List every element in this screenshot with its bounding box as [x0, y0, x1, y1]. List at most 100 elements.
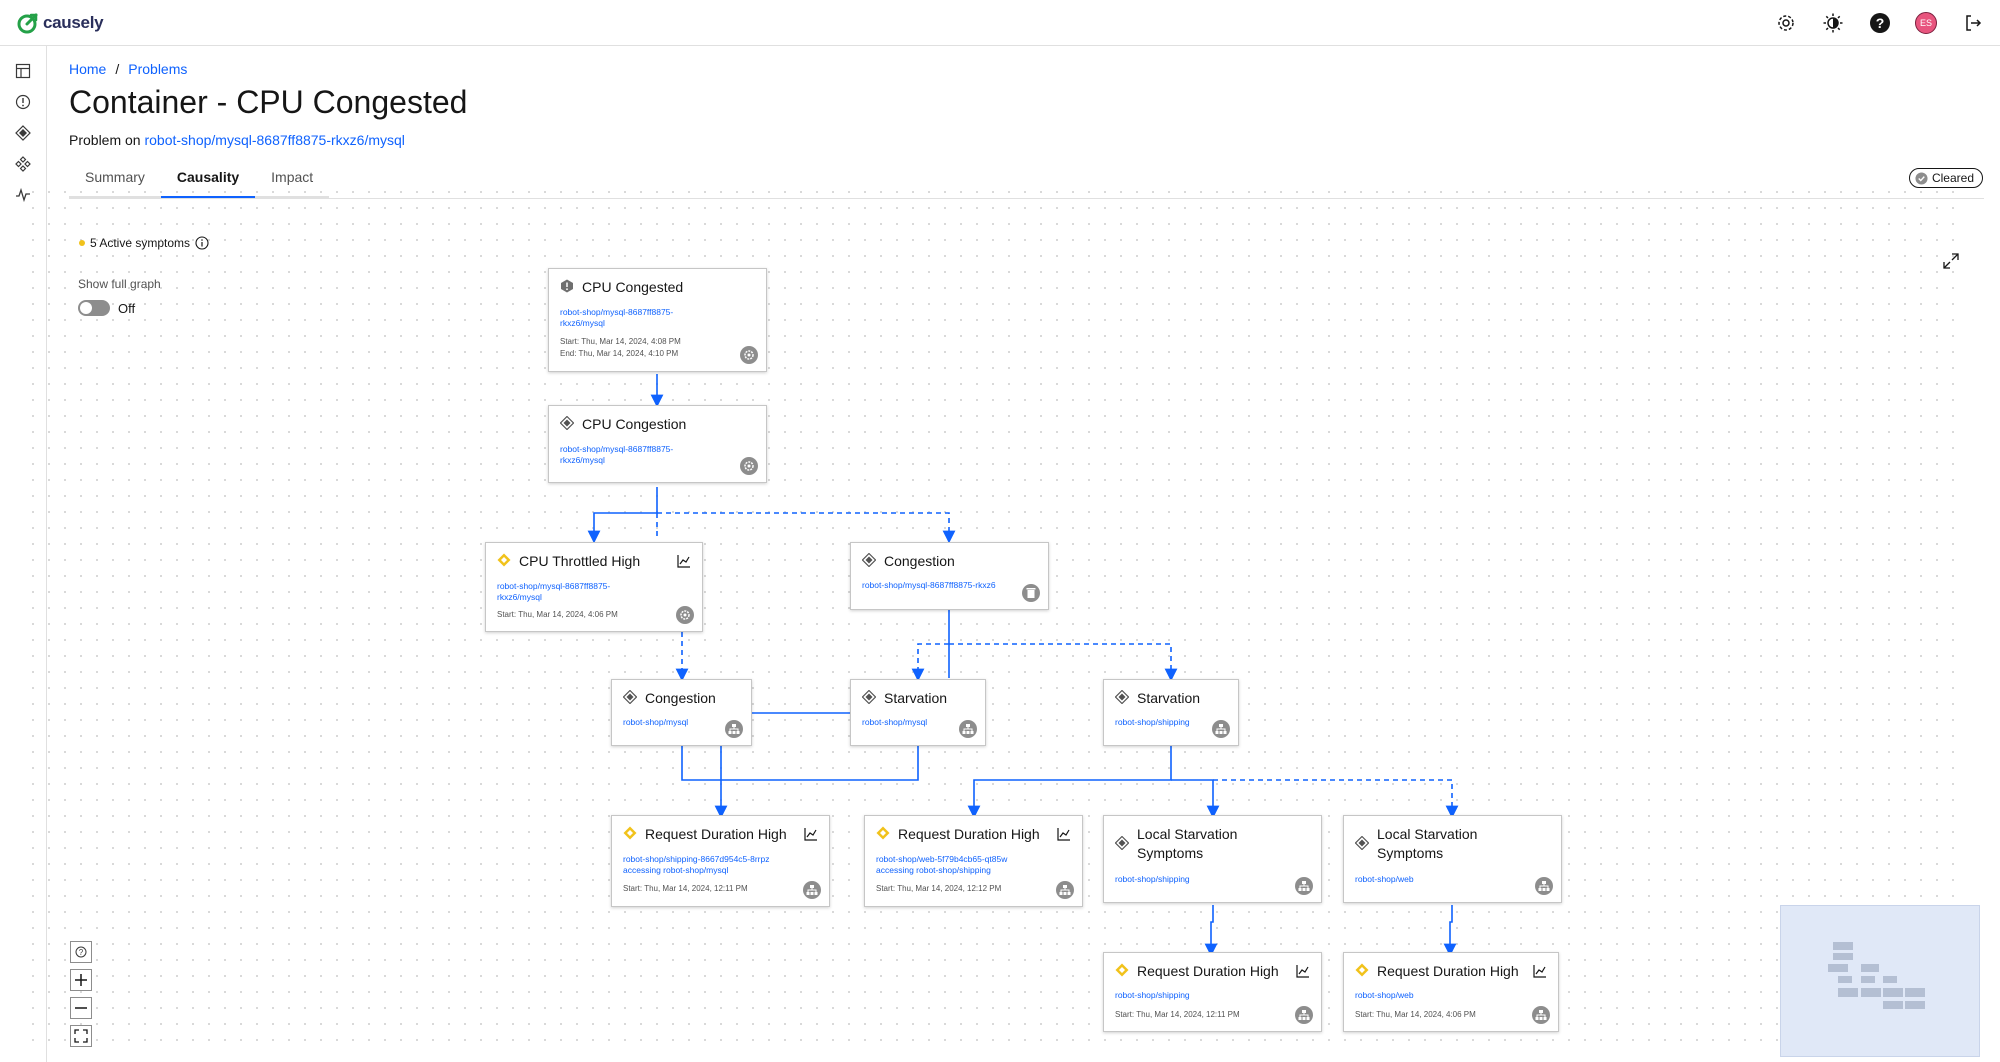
checkmark-circle-icon	[1915, 171, 1928, 185]
node-entity-link[interactable]: robot-shop/web-5f79b4cb65-qt85w accessin…	[876, 854, 1008, 875]
logo[interactable]: causely	[17, 12, 104, 34]
problem-prefix: Problem on	[69, 132, 141, 148]
node-entity-link[interactable]: robot-shop/mysql	[623, 717, 689, 727]
node-title: CPU Congested	[582, 279, 684, 295]
container-gear-icon	[676, 606, 694, 624]
sidebar-item-symptoms[interactable]	[13, 123, 33, 143]
graph-node[interactable]: Starvation robot-shop/shipping	[1103, 679, 1239, 746]
container-gear-icon	[740, 346, 758, 364]
page-title: Container - CPU Congested	[69, 84, 468, 120]
graph-node[interactable]: Starvation robot-shop/mysql	[850, 679, 986, 746]
show-full-graph-toggle[interactable]: Off	[78, 300, 135, 316]
service-network-icon	[1056, 881, 1074, 899]
graph-node-root-cause[interactable]: CPU Congested robot-shop/mysql-8687ff887…	[548, 268, 767, 372]
node-start-time: Start: Thu, Mar 14, 2024, 12:11 PM	[1115, 1010, 1240, 1019]
service-network-icon	[1212, 720, 1230, 738]
settings-gear-icon[interactable]	[1774, 11, 1798, 35]
diamond-icon	[623, 690, 637, 704]
chart-icon[interactable]	[1056, 826, 1072, 842]
sidebar-item-problems[interactable]	[13, 92, 33, 112]
diamond-icon	[1115, 836, 1129, 850]
node-title: Congestion	[884, 553, 955, 569]
service-network-icon	[1295, 877, 1313, 895]
chart-icon[interactable]	[803, 826, 819, 842]
symptom-dot-icon	[79, 240, 85, 246]
diamond-icon	[1115, 690, 1129, 704]
sidebar-item-topology[interactable]	[13, 154, 33, 174]
node-entity-link[interactable]: robot-shop/mysql	[862, 717, 928, 727]
node-entity-link[interactable]: robot-shop/shipping	[1115, 717, 1190, 727]
help-icon[interactable]: ?	[1868, 11, 1892, 35]
graph-node-symptom[interactable]: Request Duration High robot-shop/web Sta…	[1343, 952, 1559, 1032]
node-entity-link[interactable]: robot-shop/shipping	[1115, 874, 1190, 884]
graph-node-symptom[interactable]: Request Duration High robot-shop/shippin…	[1103, 952, 1322, 1032]
graph-minimap[interactable]	[1780, 905, 1980, 1057]
service-network-icon	[803, 881, 821, 899]
chart-icon[interactable]	[1532, 963, 1548, 979]
zoom-out-button[interactable]	[70, 997, 92, 1019]
active-symptoms: 5 Active symptoms	[79, 236, 209, 250]
symptom-diamond-icon	[623, 826, 637, 840]
node-entity-link[interactable]: robot-shop/shipping-8667d954c5-8rrpz acc…	[623, 854, 770, 875]
zoom-in-button[interactable]	[70, 969, 92, 991]
avatar[interactable]: ES	[1915, 12, 1937, 34]
node-start-time: Start: Thu, Mar 14, 2024, 4:08 PM	[560, 337, 681, 346]
node-entity-link[interactable]: robot-shop/mysql-8687ff8875-rkxz6/mysql	[497, 581, 611, 602]
symptom-diamond-icon	[1355, 963, 1369, 977]
causality-graph-canvas[interactable]	[25, 184, 1960, 1052]
node-entity-link[interactable]: robot-shop/mysql-8687ff8875-rkxz6/mysql	[560, 307, 674, 328]
zoom-help-button[interactable]: ?	[70, 941, 92, 963]
service-network-icon	[959, 720, 977, 738]
toggle-state-label: Off	[118, 300, 136, 316]
breadcrumb-problems[interactable]: Problems	[128, 61, 188, 77]
breadcrumb-home[interactable]: Home	[69, 61, 107, 77]
graph-node[interactable]: Congestion robot-shop/mysql-8687ff8875-r…	[850, 542, 1049, 610]
node-entity-link[interactable]: robot-shop/mysql-8687ff8875-rkxz6	[862, 580, 996, 590]
graph-node[interactable]: Local Starvation Symptoms robot-shop/shi…	[1103, 815, 1322, 903]
topology-icon	[15, 156, 31, 172]
chart-icon[interactable]	[676, 553, 692, 569]
node-entity-link[interactable]: robot-shop/mysql-8687ff8875-rkxz6/mysql	[560, 444, 674, 465]
graph-node[interactable]: Local Starvation Symptoms robot-shop/web	[1343, 815, 1562, 903]
symptom-diamond-icon	[497, 553, 511, 567]
status-badge-label: Cleared	[1931, 171, 1974, 185]
node-start-time: Start: Thu, Mar 14, 2024, 4:06 PM	[1355, 1010, 1476, 1019]
node-title: Request Duration High	[1377, 963, 1519, 979]
graph-node-symptom[interactable]: CPU Throttled High robot-shop/mysql-8687…	[485, 542, 703, 632]
graph-node-symptom[interactable]: Request Duration High robot-shop/web-5f7…	[864, 815, 1083, 907]
service-network-icon	[1532, 1006, 1550, 1024]
toggle-switch[interactable]	[78, 300, 110, 316]
node-end-time: End: Thu, Mar 14, 2024, 4:10 PM	[560, 349, 679, 358]
dashboard-icon	[15, 63, 31, 79]
graph-node[interactable]: Congestion robot-shop/mysql	[611, 679, 752, 746]
breadcrumb-separator: /	[115, 61, 120, 77]
node-entity-link[interactable]: robot-shop/shipping	[1115, 990, 1190, 1000]
causely-logo-icon	[17, 13, 38, 34]
graph-node[interactable]: CPU Congestion robot-shop/mysql-8687ff88…	[548, 405, 767, 483]
node-start-time: Start: Thu, Mar 14, 2024, 12:11 PM	[623, 884, 748, 893]
node-start-time: Start: Thu, Mar 14, 2024, 12:12 PM	[876, 884, 1002, 893]
sidebar-item-dashboard[interactable]	[13, 61, 33, 81]
node-title: Local Starvation Symptoms	[1137, 826, 1238, 861]
fullscreen-expand-icon[interactable]	[1942, 252, 1962, 272]
node-title: Starvation	[1137, 690, 1201, 706]
active-symptoms-label: 5 Active symptoms	[90, 236, 191, 250]
problem-entity-link[interactable]: robot-shop/mysql-8687ff8875-rkxz6/mysql	[144, 132, 405, 148]
info-icon[interactable]	[195, 236, 209, 250]
node-entity-link[interactable]: robot-shop/web	[1355, 874, 1414, 884]
node-title: CPU Throttled High	[519, 553, 641, 569]
chart-icon[interactable]	[1295, 963, 1311, 979]
pod-trash-icon	[1022, 584, 1040, 602]
svg-text:?: ?	[1876, 15, 1885, 31]
svg-text:?: ?	[79, 948, 84, 957]
node-title: Request Duration High	[1137, 963, 1279, 979]
fit-view-button[interactable]	[70, 1025, 92, 1047]
problem-entity-line: Problem on robot-shop/mysql-8687ff8875-r…	[69, 132, 405, 148]
node-title: Starvation	[884, 690, 948, 706]
logout-icon[interactable]	[1961, 11, 1985, 35]
node-entity-link[interactable]: robot-shop/web	[1355, 990, 1414, 1000]
graph-node-symptom[interactable]: Request Duration High robot-shop/shippin…	[611, 815, 830, 907]
root-cause-hexagon-icon	[561, 279, 573, 293]
breadcrumb: Home / Problems	[69, 61, 187, 77]
theme-toggle-icon[interactable]	[1821, 11, 1845, 35]
